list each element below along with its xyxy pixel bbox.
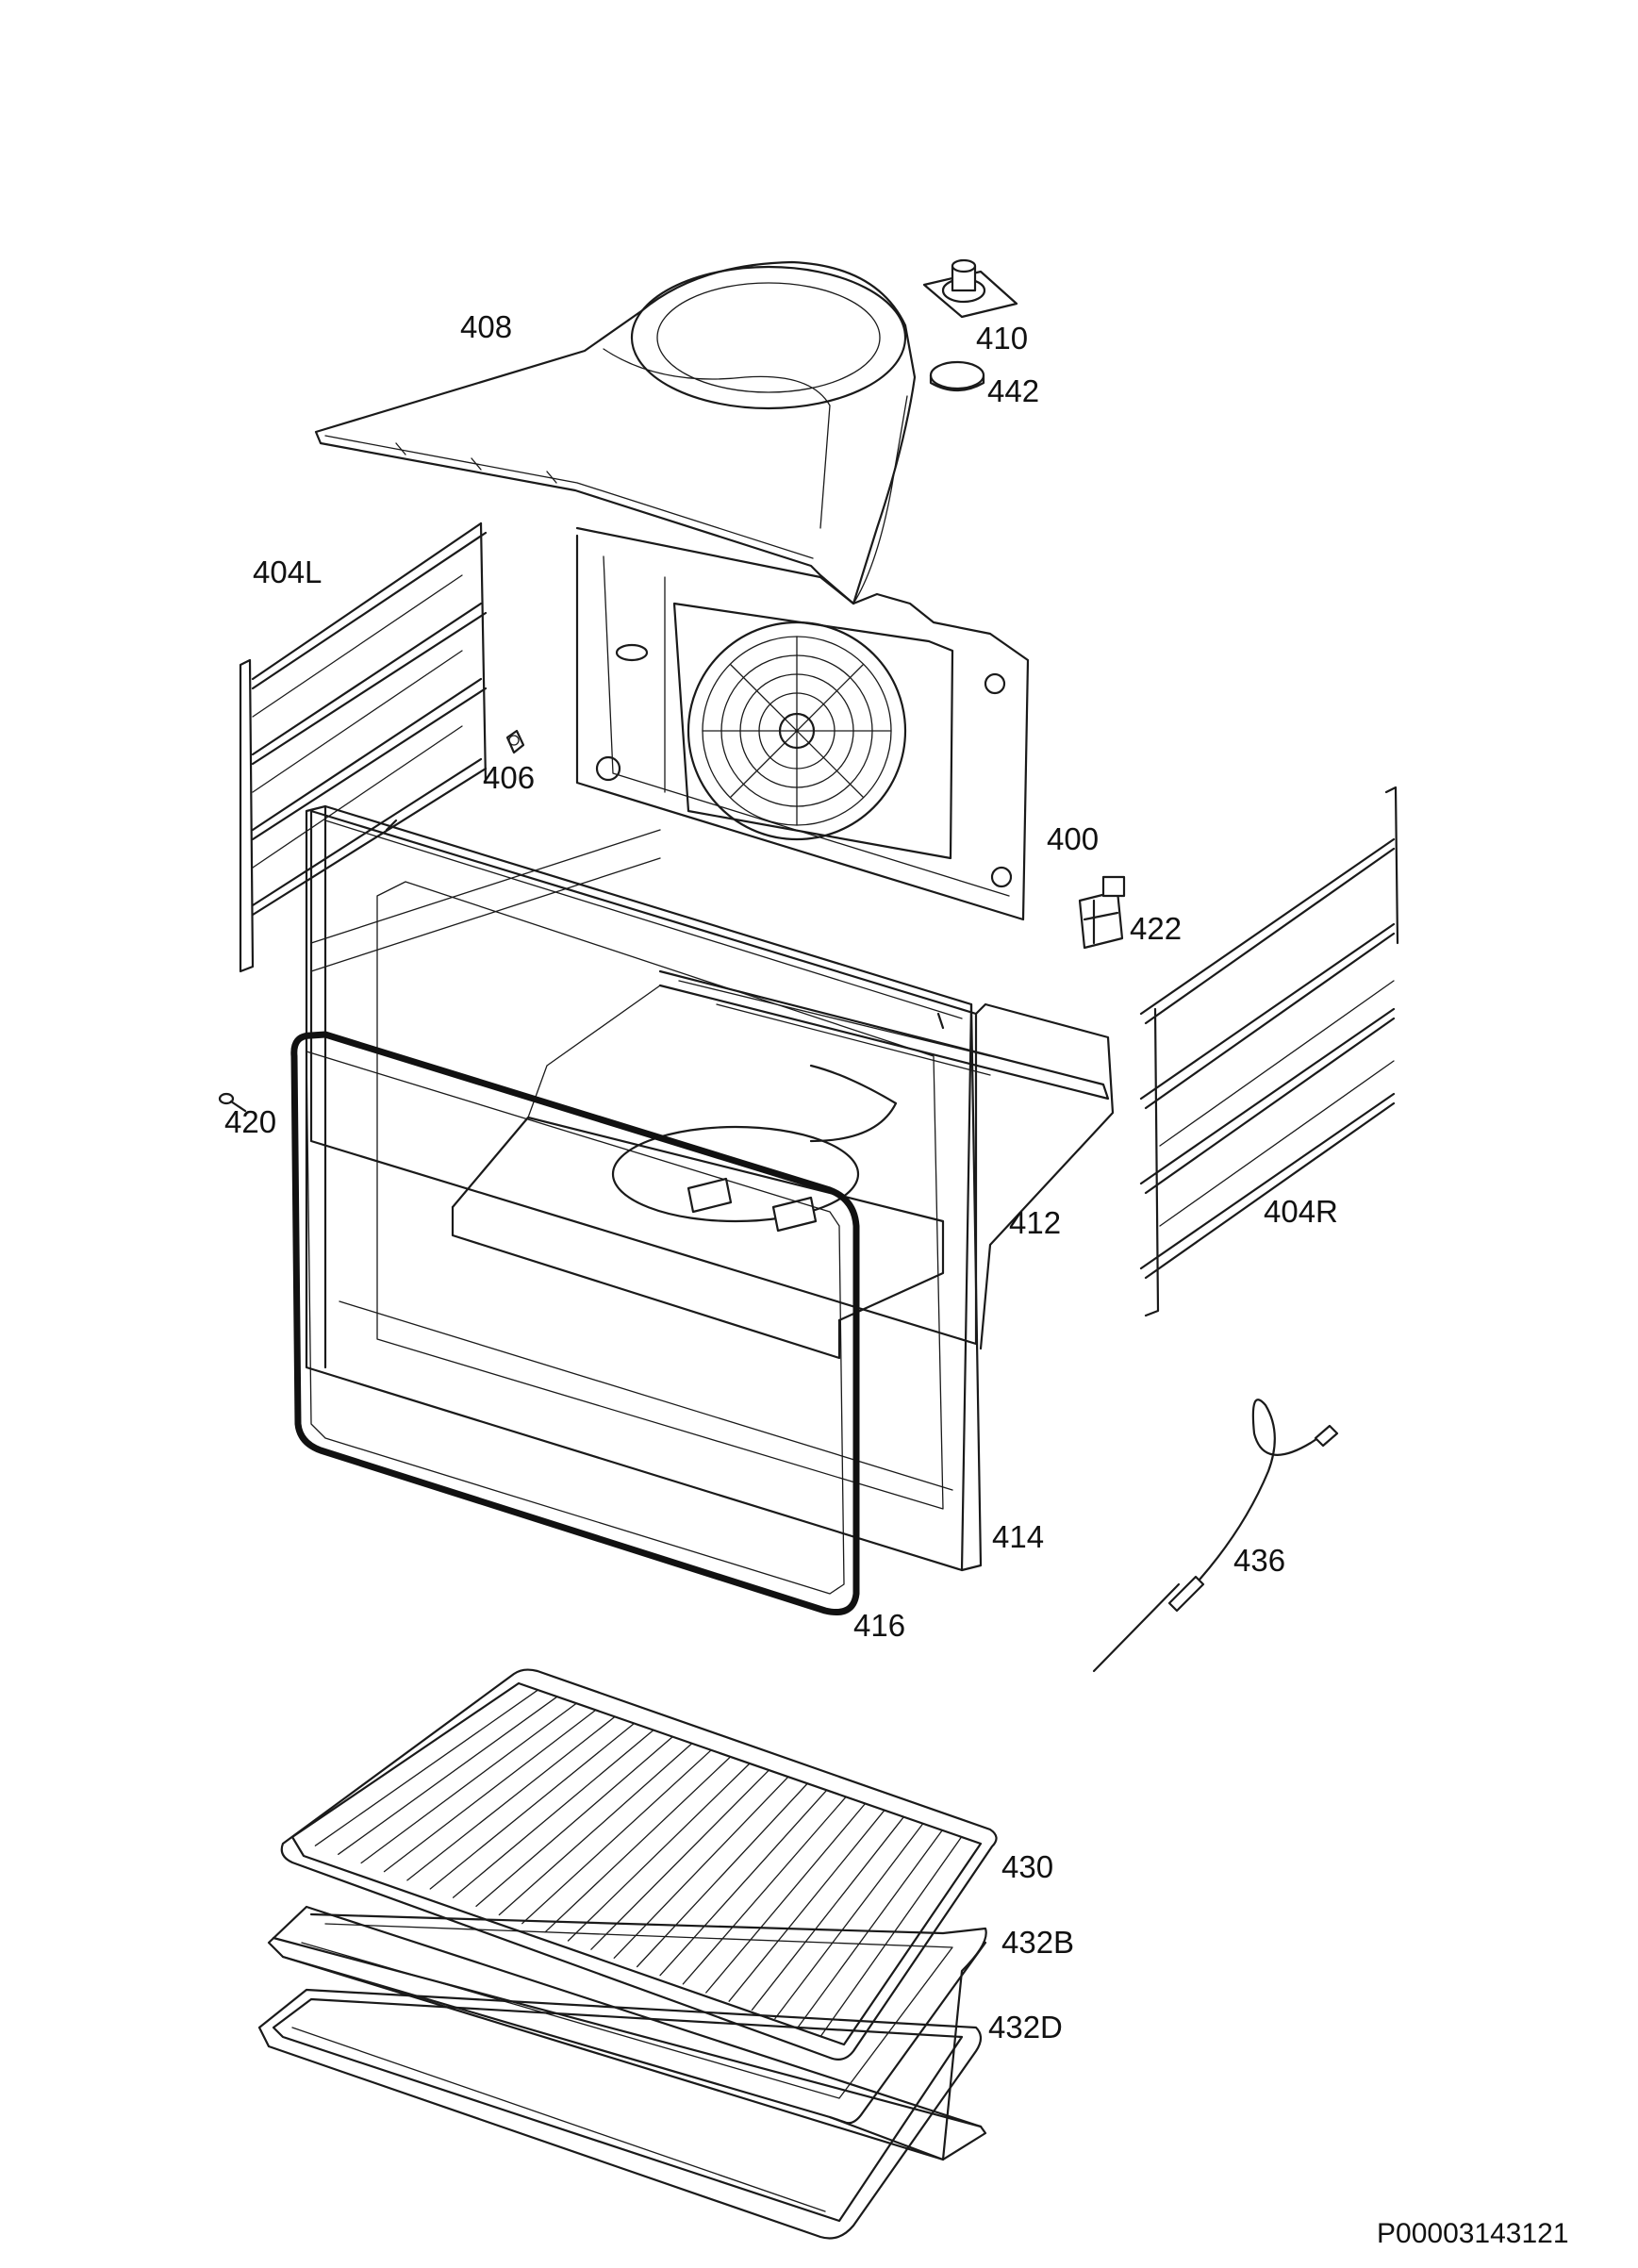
grid-wire bbox=[406, 1715, 616, 1881]
grid-wire bbox=[590, 1769, 770, 1950]
part-408-fan-cover-drawing bbox=[314, 260, 917, 605]
part-420-screw-drawing bbox=[218, 1092, 247, 1113]
label-442: 442 bbox=[987, 373, 1040, 408]
grid-wire bbox=[751, 1816, 904, 2011]
grid-wire bbox=[360, 1702, 577, 1864]
part-404R-right-rack-drawing bbox=[1139, 786, 1399, 1317]
grid-wire bbox=[338, 1696, 558, 1855]
part-404L-left-rack-drawing bbox=[239, 521, 488, 973]
grid-wire bbox=[613, 1776, 789, 1959]
grid-wire bbox=[452, 1729, 654, 1898]
label-412: 412 bbox=[1009, 1205, 1062, 1240]
grid-wire bbox=[819, 1836, 963, 2037]
label-404R: 404R bbox=[1264, 1194, 1338, 1229]
grid-wire bbox=[659, 1789, 828, 1977]
grid-wire bbox=[429, 1722, 636, 1890]
grid-wire bbox=[774, 1823, 924, 2020]
label-414: 414 bbox=[992, 1519, 1045, 1554]
label-408: 408 bbox=[460, 309, 513, 344]
grid-wire bbox=[728, 1809, 885, 2002]
part-432B-tray-drawing bbox=[267, 1905, 987, 2161]
label-400: 400 bbox=[1047, 821, 1100, 856]
grid-wire bbox=[314, 1689, 539, 1846]
label-406: 406 bbox=[483, 760, 536, 795]
grid-wire bbox=[383, 1709, 597, 1873]
part-410-drawing bbox=[922, 258, 1018, 319]
part-414-front-frame-drawing bbox=[305, 804, 983, 1572]
label-410: 410 bbox=[976, 321, 1029, 356]
label-432D: 432D bbox=[988, 2010, 1063, 2045]
part-412-oven-cavity-drawing bbox=[309, 809, 1115, 1360]
part-436-probe-drawing bbox=[1092, 1399, 1339, 1673]
grid-wire bbox=[797, 1829, 943, 2028]
label-422: 422 bbox=[1130, 911, 1183, 946]
grid-wire bbox=[682, 1796, 847, 1985]
grid-wire bbox=[521, 1749, 712, 1925]
grid-wire bbox=[567, 1763, 751, 1942]
label-432B: 432B bbox=[1001, 1925, 1075, 1960]
label-430: 430 bbox=[1001, 1849, 1054, 1884]
label-436: 436 bbox=[1233, 1543, 1286, 1578]
part-406-drawing bbox=[505, 729, 525, 754]
part-416-door-seal-drawing bbox=[290, 1031, 860, 1615]
grid-wire bbox=[475, 1736, 673, 1907]
part-400-back-panel-drawing bbox=[575, 526, 1030, 921]
label-404L: 404L bbox=[253, 555, 323, 589]
part-442-drawing bbox=[929, 360, 985, 392]
label-420: 420 bbox=[224, 1104, 277, 1139]
part-432D-tray-drawing bbox=[257, 1988, 983, 2240]
reference-code: P00003143121 bbox=[1377, 2218, 1569, 2249]
grid-wire bbox=[498, 1743, 693, 1916]
label-416: 416 bbox=[853, 1608, 906, 1643]
part-422-drawing bbox=[1078, 875, 1126, 950]
grid-wire bbox=[705, 1802, 867, 1994]
grid-wire bbox=[544, 1756, 732, 1933]
part-430-wire-grid-drawing bbox=[280, 1668, 998, 2061]
